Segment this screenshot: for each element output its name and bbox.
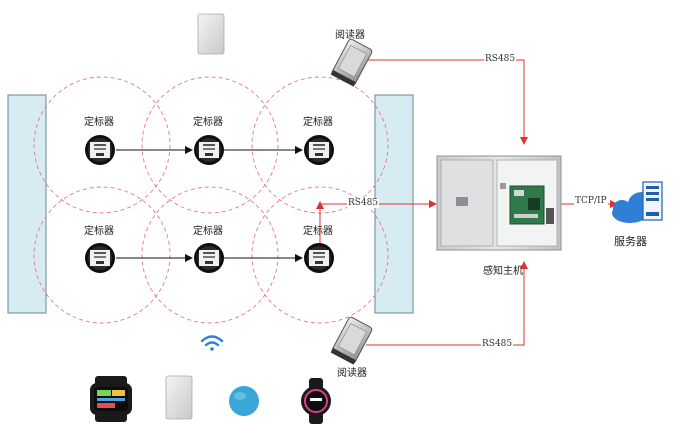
- coverage-circles: [33, 76, 389, 324]
- locator-label: 定标器: [84, 226, 114, 237]
- locator-label: 定标器: [193, 117, 223, 128]
- coverage-circle: [141, 186, 279, 324]
- net-label: TCP/IP: [574, 196, 608, 206]
- locator-device: [85, 243, 115, 273]
- server-label: 服务器: [614, 235, 647, 248]
- locator-device: [194, 243, 224, 273]
- locator-device: [304, 135, 334, 165]
- smart-watch-square: [90, 376, 132, 422]
- locator-devices: [85, 135, 334, 273]
- host-cabinet: [436, 155, 562, 251]
- reader-top-label: 阅读器: [335, 30, 365, 41]
- top-bus-line: [366, 59, 528, 145]
- card-tag-top: [197, 13, 225, 55]
- bus-bottom-label: RS485: [481, 339, 514, 349]
- reader-top: [330, 38, 373, 87]
- smart-watch-round: [301, 378, 331, 424]
- bus-top-label: RS485: [484, 54, 517, 64]
- locator-chain-arrows: [116, 146, 303, 262]
- coverage-circle: [251, 186, 389, 324]
- coverage-circle: [33, 76, 171, 214]
- locator-label: 定标器: [193, 226, 223, 237]
- locator-device: [194, 135, 224, 165]
- locator-label: 定标器: [303, 117, 333, 128]
- reader-bottom-label: 阅读器: [337, 368, 367, 379]
- server-tower-icon: [642, 181, 663, 221]
- bus-mid-label: RS485: [347, 198, 380, 208]
- reader-bottom: [330, 316, 373, 365]
- card-tag-bottom: [165, 375, 193, 420]
- locator-label: 定标器: [84, 117, 114, 128]
- wifi-icon: [200, 335, 224, 351]
- round-tag: [229, 386, 259, 416]
- locator-label: 定标器: [303, 226, 333, 237]
- left-wall: [7, 94, 47, 314]
- bottom-bus-line: [366, 261, 528, 346]
- locator-device: [304, 243, 334, 273]
- host-label: 感知主机: [483, 266, 523, 277]
- locator-device: [85, 135, 115, 165]
- coverage-circle: [33, 186, 171, 324]
- coverage-circle: [141, 76, 279, 214]
